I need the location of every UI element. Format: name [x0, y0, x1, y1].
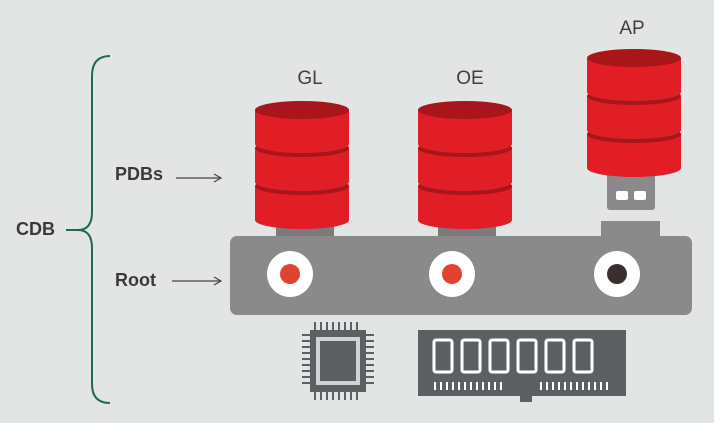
- root-label: Root: [115, 270, 156, 290]
- oe-database-label: OE: [456, 68, 484, 89]
- oe-port: [429, 251, 475, 297]
- root-arrow: [172, 276, 223, 286]
- gl-database-label: GL: [297, 68, 323, 89]
- cdb-bracket: [77, 55, 111, 404]
- ap-database-icon: [587, 49, 681, 210]
- gl-port: [267, 251, 313, 297]
- ap-socket: [601, 221, 660, 240]
- memory-module-icon: [418, 330, 626, 402]
- cdb-label: CDB: [16, 219, 55, 239]
- cpu-chip-icon: [302, 322, 374, 400]
- pdbs-arrow: [176, 173, 223, 183]
- gl-database-icon: [255, 101, 349, 229]
- oe-database-icon: [418, 101, 512, 229]
- ap-database-label: AP: [619, 18, 645, 39]
- ap-port: [594, 251, 640, 297]
- pdbs-label: PDBs: [115, 164, 164, 184]
